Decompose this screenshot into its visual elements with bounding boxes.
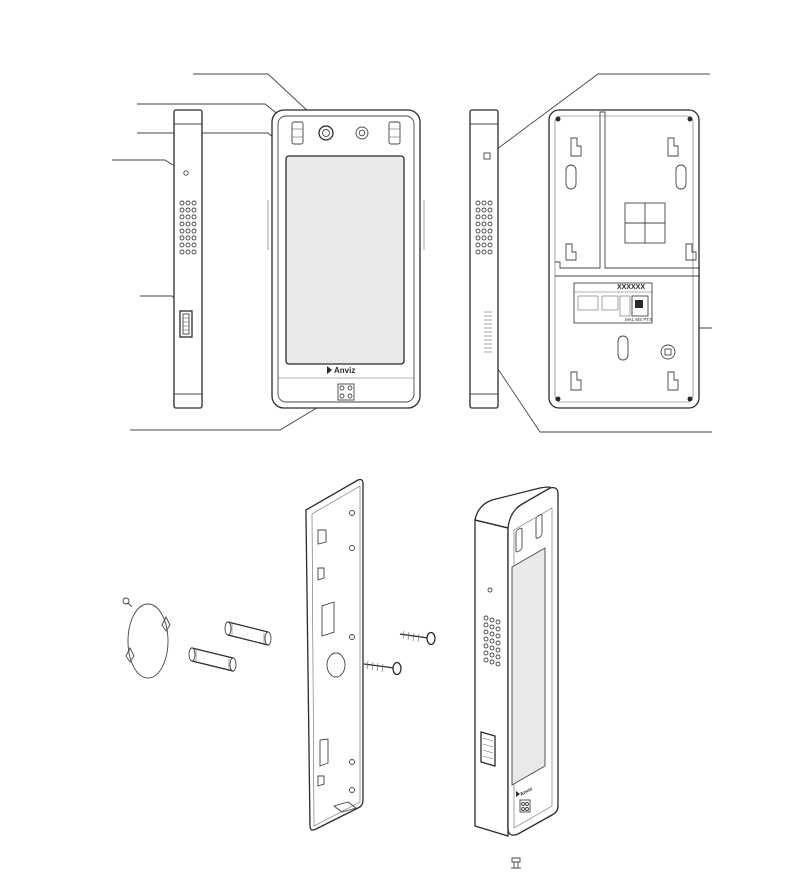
device-perspective: Anviz [474,486,559,837]
connector-panel [573,282,653,324]
touch-screen [285,155,405,365]
ir-light-left-icon [291,121,304,145]
screw-small-icon [122,597,133,608]
lock-hole-icon [483,152,491,160]
side-view-right [469,109,499,409]
cable-cutout [624,202,666,244]
mounting-plate [305,478,364,831]
device-screen [511,547,546,786]
device-card-reader-icon [519,799,531,813]
hook-slot-icon [565,137,697,261]
ir-light-right-icon [388,121,401,145]
standoff-lower [188,647,237,672]
corner-screw-icon [555,116,693,402]
mounting-screw-upper [399,630,436,646]
reset-hole-icon [183,170,189,176]
device-ir-lights-icon [515,514,543,553]
usb-port-icon [179,310,193,338]
camera-lens-secondary-icon [355,126,369,140]
device-brand-label: Anviz [519,786,534,798]
wall-disc [122,597,171,679]
device-side-grille-icon [483,615,501,667]
back-label-code: XXXXXX [617,284,645,291]
standoff-upper [224,621,272,646]
speaker-grille-icon [179,200,197,255]
speaker-grille-right-icon [475,200,493,255]
device-brand-logo-icon [516,791,520,797]
front-brand-label: Anviz [334,366,355,375]
mounting-screw-lower [363,660,402,676]
tamper-switch-icon [660,344,676,360]
front-view: Anviz [267,109,425,409]
side-view-left [173,109,203,409]
bottom-lock-screw-icon [511,857,521,869]
card-reader-icon [337,383,355,401]
back-view: XXXXXX MAL MS PTS [548,109,700,409]
device-side-usb-icon [480,731,496,767]
camera-lens-icon [318,125,334,141]
back-label-small: MAL MS PTS [625,317,652,322]
wall-anchor-icon [125,615,171,663]
vent-slots-icon [484,311,492,353]
brand-logo-icon [327,366,332,374]
device-side-hole-icon [487,587,493,593]
